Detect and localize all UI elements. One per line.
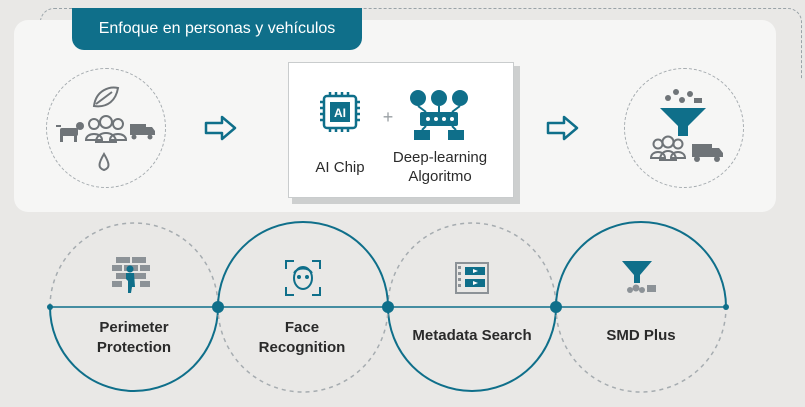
filmstrip-icon xyxy=(455,262,489,294)
features-connector xyxy=(47,221,729,393)
people-group-icon-output xyxy=(649,135,687,161)
neural-network-icon xyxy=(410,90,468,140)
card-shadow-right xyxy=(510,66,520,204)
ai-chip-icon: AI xyxy=(320,92,360,132)
small-inputs-icon xyxy=(665,89,702,103)
node-start xyxy=(47,304,53,310)
feature-label-face-2: Recognition xyxy=(258,339,346,356)
truck-icon-output xyxy=(692,144,723,162)
algorithm-label-line2: Algoritmo xyxy=(408,168,472,185)
feature-label-perimeter-1: Perimeter xyxy=(99,319,169,336)
face-scan-icon xyxy=(285,260,321,296)
node-2 xyxy=(382,301,394,313)
smd-circle-bottom xyxy=(555,306,727,393)
output-icons xyxy=(649,89,723,162)
ai-processing-card xyxy=(288,62,514,198)
feature-label-face-1: Face xyxy=(284,319,320,336)
card-shadow-bottom xyxy=(292,196,520,204)
people-group-icon xyxy=(84,115,128,143)
ai-chip-label: AI Chip xyxy=(315,159,365,176)
smd-circle-top xyxy=(555,221,727,308)
feature-label-smd: SMD Plus xyxy=(606,327,676,344)
face-circle-bottom xyxy=(217,306,389,393)
truck-icon xyxy=(130,124,155,140)
perimeter-wall-icon xyxy=(112,257,150,293)
metadata-circle-bottom xyxy=(387,306,557,392)
header-tab: Enfoque en personas y vehículos xyxy=(72,8,362,50)
perimeter-circle-bottom xyxy=(49,306,219,392)
plus-sign: + xyxy=(382,107,394,127)
inputs-icons xyxy=(56,86,155,172)
flow-arrow-right-icon xyxy=(204,115,237,141)
inputs-circle xyxy=(46,68,166,188)
feature-label-perimeter-2: Protection xyxy=(96,339,172,356)
ai-chip-text: AI xyxy=(334,106,346,120)
face-circle-top xyxy=(217,221,389,308)
water-drop-icon xyxy=(98,152,110,172)
funnel-icon xyxy=(660,108,706,136)
funnel-filter-icon xyxy=(622,261,656,293)
output-circle xyxy=(624,68,744,188)
leaf-icon xyxy=(92,86,120,108)
node-1 xyxy=(212,301,224,313)
feature-label-metadata: Metadata Search xyxy=(412,327,532,344)
node-3 xyxy=(550,301,562,313)
flow-arrow-right-icon-2 xyxy=(546,115,579,141)
node-end xyxy=(723,304,729,310)
algorithm-label-line1: Deep-learning xyxy=(392,149,488,166)
dog-icon xyxy=(56,122,84,142)
metadata-circle-top xyxy=(387,222,557,308)
perimeter-circle-top xyxy=(49,222,219,308)
